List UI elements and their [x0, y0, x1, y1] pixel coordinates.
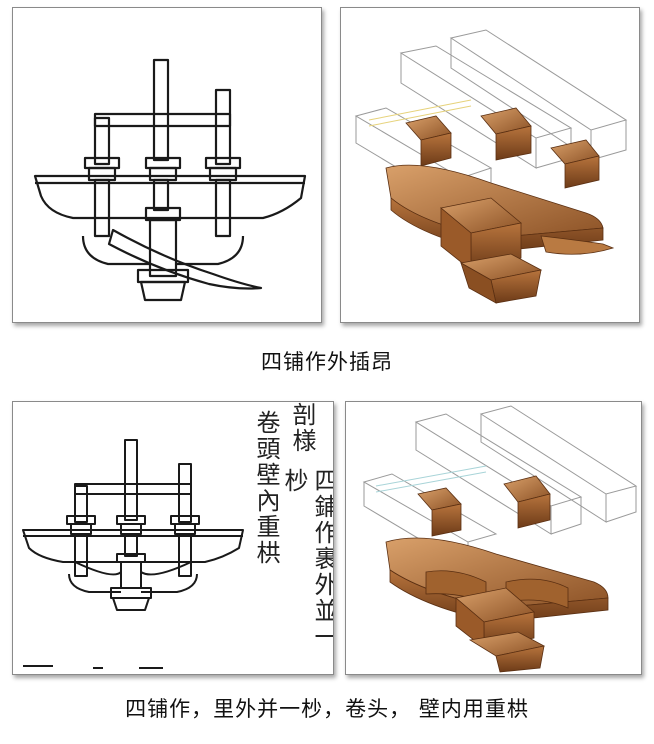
bracket-render-ang	[354, 29, 628, 304]
bottom-caption: 四铺作，里外并一杪，卷头， 壁内用重栱	[125, 697, 529, 721]
top-line-drawing	[12, 7, 322, 323]
bottom-3d-render	[345, 401, 642, 675]
annotation-col-2: 四鋪作裹外並一杪	[280, 468, 334, 650]
top-caption: 四铺作外插昂	[261, 350, 393, 374]
top-3d-render	[340, 7, 640, 323]
annotation-col-3: 卷頭壁內重栱	[252, 410, 280, 566]
annotation-col-1: 剖様	[288, 402, 316, 454]
bracket-render-juantou	[362, 405, 638, 673]
bottom-line-drawing: 卷頭壁內重栱 四鋪作裹外並一杪 剖様	[12, 401, 334, 675]
bracket-drawing-juantou	[22, 439, 244, 669]
bracket-drawing-ang	[33, 58, 307, 302]
